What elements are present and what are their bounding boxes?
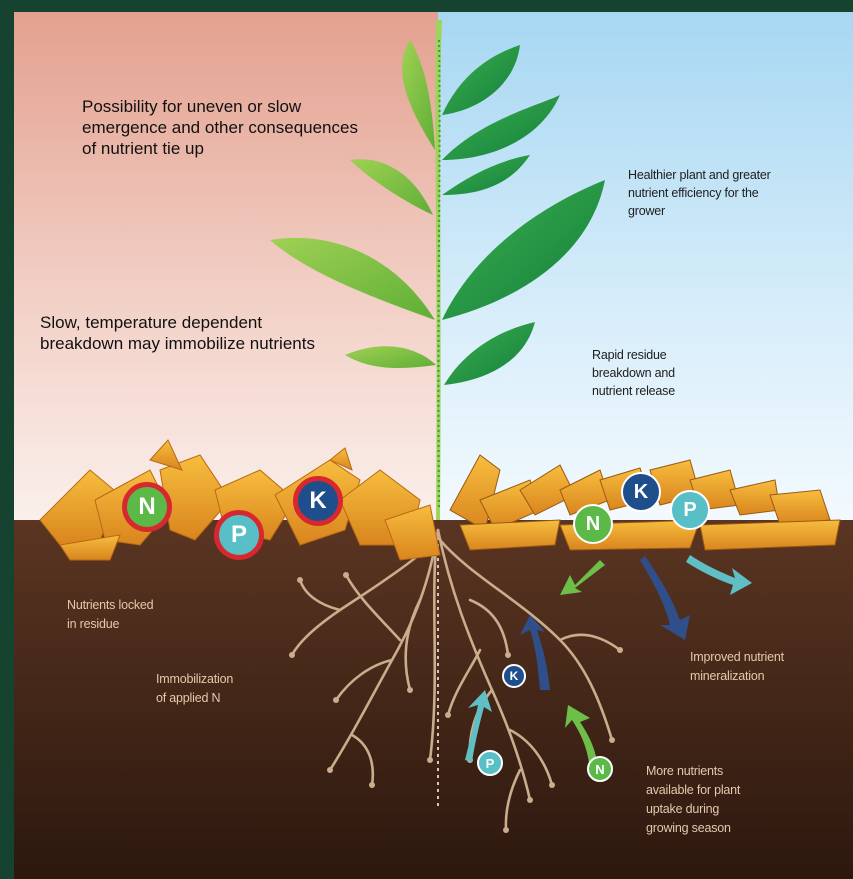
nutrient-badge-p-soil: P [477,750,503,776]
label-more-nutrients: More nutrients available for plant uptak… [646,762,740,838]
nutrient-badge-n-soil: N [587,756,613,782]
nutrient-badge-n-locked: N [122,482,172,532]
label-slow-breakdown: Slow, temperature dependent breakdown ma… [40,312,315,354]
nutrient-badge-p-released: P [670,490,710,530]
label-improved-mineralization: Improved nutrient mineralization [690,648,784,686]
label-uneven-emergence: Possibility for uneven or slow emergence… [82,96,358,159]
nutrient-badge-k-soil: K [502,664,526,688]
nutrient-badge-n-released: N [573,504,613,544]
nutrient-badge-p-locked: P [214,510,264,560]
nutrient-badge-k-released: K [621,472,661,512]
label-rapid-breakdown: Rapid residue breakdown and nutrient rel… [592,346,675,400]
label-immobilization: Immobilization of applied N [156,670,233,708]
label-healthier-plant: Healthier plant and greater nutrient eff… [628,166,771,220]
nutrient-badge-k-locked: K [293,476,343,526]
label-nutrients-locked: Nutrients locked in residue [67,596,153,634]
